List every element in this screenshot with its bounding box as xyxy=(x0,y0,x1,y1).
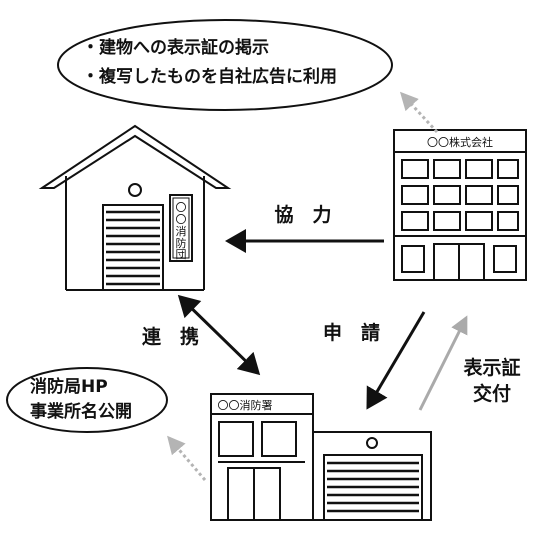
issuance-label-line2: 交付 xyxy=(473,382,511,405)
fire-station-building xyxy=(210,393,432,521)
bubble-top: ・建物への表示証の掲示 ・複写したものを自社広告に利用 xyxy=(57,19,393,111)
brigade-sign-char-5: 団 xyxy=(176,248,187,261)
publish-dotted-arrow xyxy=(167,435,207,481)
fire-brigade-sign: 〇 〇 消 防 団 xyxy=(176,201,187,261)
fire-brigade-building xyxy=(38,124,232,291)
fire-station-sign: 〇〇消防署 xyxy=(218,398,273,412)
liaison-label: 連 携 xyxy=(142,325,199,348)
company-building xyxy=(393,129,527,281)
station-shutter-icon xyxy=(327,461,419,513)
bubble-left-line1: 消防局HP xyxy=(30,376,108,397)
bubble-left-line2: 事業所名公開 xyxy=(30,401,132,422)
issuance-label-line1: 表示証 xyxy=(463,356,520,379)
application-label: 申 請 xyxy=(323,321,380,344)
brigade-sign-char-4: 防 xyxy=(176,236,187,250)
bubble-top-line1: ・建物への表示証の掲示 xyxy=(82,37,269,58)
brigade-shutter-icon xyxy=(106,210,160,286)
issuance-arrow xyxy=(418,315,468,411)
brigade-sign-char-3: 消 xyxy=(176,224,187,238)
ad-dotted-arrow xyxy=(399,91,439,134)
company-sign: 〇〇株式会社 xyxy=(427,135,493,149)
liaison-arrow xyxy=(177,294,261,376)
application-arrow xyxy=(366,311,426,410)
bubble-left: 消防局HP 事業所名公開 xyxy=(6,367,168,433)
brigade-sign-char-2: 〇 xyxy=(176,213,187,226)
bubble-top-line2: ・複写したものを自社広告に利用 xyxy=(82,66,337,87)
cooperation-label: 協 力 xyxy=(274,203,331,226)
brigade-sign-char-1: 〇 xyxy=(176,201,187,214)
